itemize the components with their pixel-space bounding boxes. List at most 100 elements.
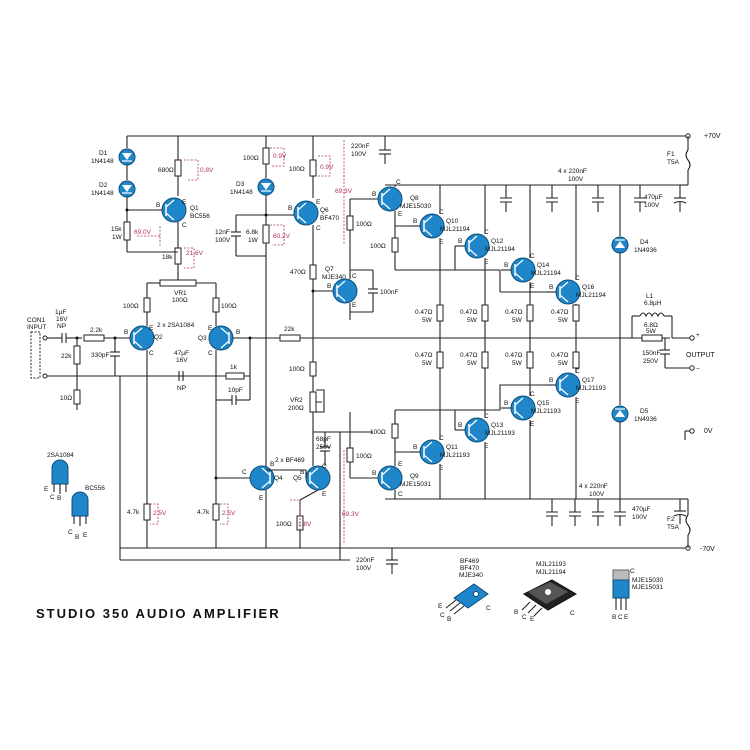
q1-type: BC556	[190, 213, 210, 220]
pinout-to264-c: C	[522, 614, 527, 621]
v-0p9-b: 0.9V	[320, 164, 334, 171]
q9-pin-b: B	[372, 470, 376, 477]
resistor-100-q2-label: 100Ω	[123, 303, 139, 310]
q9-type: MJE15031	[400, 481, 431, 488]
emitter-r-top-value-4: 0.47Ω	[551, 309, 569, 316]
transistor-q16-ref: Q16	[582, 284, 595, 291]
cap-220n-top-value: 220nF	[351, 143, 369, 150]
q9-pin-e: E	[398, 461, 403, 468]
transistor-q17-pin-e: E	[575, 398, 580, 405]
cap-68p-voltage: 250V	[316, 444, 332, 451]
transistor-q14-ref: Q14	[537, 262, 550, 269]
q9-ref: Q9	[410, 473, 419, 480]
q5-pin-c: C	[322, 463, 327, 470]
q2-ref: Q2	[154, 334, 163, 341]
input-cap-type: NP	[57, 323, 66, 330]
transistor-q11-type: MJL21193	[440, 452, 470, 459]
q7-ref: Q7	[325, 266, 334, 273]
resistor-100-q10-label: 100Ω	[370, 243, 386, 250]
resistor-4k7-left-label: 4.7k	[127, 509, 140, 516]
v-69p0: 69.0V	[134, 229, 152, 236]
transistor-q10-type: MJL21194	[440, 226, 470, 233]
vr2-ref: VR2	[290, 397, 303, 404]
resistor-2k2: 2.2k	[83, 327, 128, 342]
v-0p8: 0.8V	[200, 167, 214, 174]
q2-pin-b: B	[124, 329, 128, 336]
diode-d4: D4 1N4936	[611, 185, 657, 338]
resistor-4k7-right: 4.7k	[197, 490, 220, 548]
v-69p3-a: 69.3V	[335, 188, 353, 195]
cap-220n-top-voltage: 100V	[351, 151, 367, 158]
pinout-to126-e: E	[438, 603, 443, 610]
diode-d1: D1 1N4148	[91, 136, 136, 166]
transistor-q13-pin-c: C	[484, 413, 489, 420]
output-plus: +	[696, 332, 700, 339]
q7-pin-b: B	[327, 283, 331, 290]
q2-pin-e: E	[149, 325, 154, 332]
resistor-100-q3: 100Ω	[212, 283, 237, 326]
cap-470u-top: 470µF 100V	[644, 185, 687, 212]
pinout-2sa1084: 2SA1084 E C B	[44, 452, 74, 502]
negative-rail: -70V	[120, 498, 715, 553]
diode-d4-type: 1N4936	[634, 247, 657, 254]
cap-47u-type: NP	[177, 385, 186, 392]
resistor-470: 470Ω	[290, 264, 317, 360]
transistor-q5: B C E Q5	[266, 460, 331, 501]
emitter-r-bot-power-1: 5W	[422, 360, 433, 367]
resistor-100-mid: 100Ω	[289, 360, 317, 392]
inductor-l1: L1 6.8µH	[631, 293, 673, 338]
emitter-r-top-power-3: 5W	[512, 317, 523, 324]
pinout-to220-c: C	[618, 614, 623, 621]
fuse-f2-value: T5A	[667, 524, 680, 531]
diode-d1-type: 1N4148	[91, 158, 114, 165]
q1-pin-c: C	[182, 222, 187, 229]
voltage-annotations: 0.8V 69.0V 21.6V 0.9V 0.9V 69.3V 60.2V 2…	[134, 140, 360, 545]
q6-pin-e: E	[316, 199, 321, 206]
emitter-r-top-power-1: 5W	[422, 317, 433, 324]
transistor-q14-pin-e: E	[530, 283, 535, 290]
emitter-r-top-power-2: 5W	[467, 317, 478, 324]
resistor-22k-feedback-label: 22k	[284, 326, 295, 333]
resistor-100-q6-label: 100Ω	[289, 166, 305, 173]
fuse-f1-ref: F1	[667, 151, 675, 158]
resistor-1k: 1k	[225, 336, 252, 400]
resistor-100-q9-label: 100Ω	[356, 453, 372, 460]
resistor-100-q5-label: 100Ω	[276, 521, 292, 528]
q6-pin-c: C	[316, 225, 321, 232]
resistor-22k-input: 22k	[61, 336, 81, 390]
input-capacitor: 1µF 16V NP	[55, 309, 82, 343]
emitter-r-bot-value-1: 0.47Ω	[415, 352, 433, 359]
resistor-10r-label: 10Ω	[60, 395, 72, 402]
q4-pin-e: E	[259, 495, 264, 502]
diode-d3-type: 1N4148	[230, 189, 253, 196]
transistor-q12-type: MJL21194	[485, 246, 515, 253]
resistor-100-q8-label: 100Ω	[356, 221, 372, 228]
transistor-q14-pin-b: B	[504, 262, 508, 269]
pinout-to126-tab-c: C	[486, 605, 491, 612]
emitter-r-bot-power-3: 5W	[512, 360, 523, 367]
q2-q3-type: 2 x 2SA1084	[157, 322, 195, 329]
q8-type: MJE15030	[400, 203, 431, 210]
pinout-mjl21193-label: MJL21193	[536, 561, 566, 568]
pinout-to126-c: C	[440, 612, 445, 619]
inductor-l1-value: 6.8µH	[644, 300, 662, 307]
cap-470u-top-value: 470µF	[644, 194, 663, 201]
resistor-4k7-left: 4.7k	[127, 490, 151, 548]
pinout-bf469-label: BF469	[460, 558, 480, 565]
resistor-15k-power: 1W	[112, 234, 123, 241]
transistor-q2: B E C Q2	[124, 325, 163, 490]
pinout-bc556-e: E	[83, 532, 88, 539]
q7-pin-c: C	[352, 273, 357, 280]
resistor-100-q11: 100Ω	[370, 423, 399, 439]
pinout-to264-tab-c: C	[570, 610, 575, 617]
diode-d2-ref: D2	[99, 182, 108, 189]
cap-150n: 150nF 250V −	[642, 338, 700, 373]
resistor-6k8: 6.8k 1W	[246, 224, 270, 470]
resistor-100-q9: 100Ω	[346, 447, 372, 463]
q1-pin-b: B	[156, 202, 160, 209]
transistor-q10-pin-c: C	[439, 209, 444, 216]
